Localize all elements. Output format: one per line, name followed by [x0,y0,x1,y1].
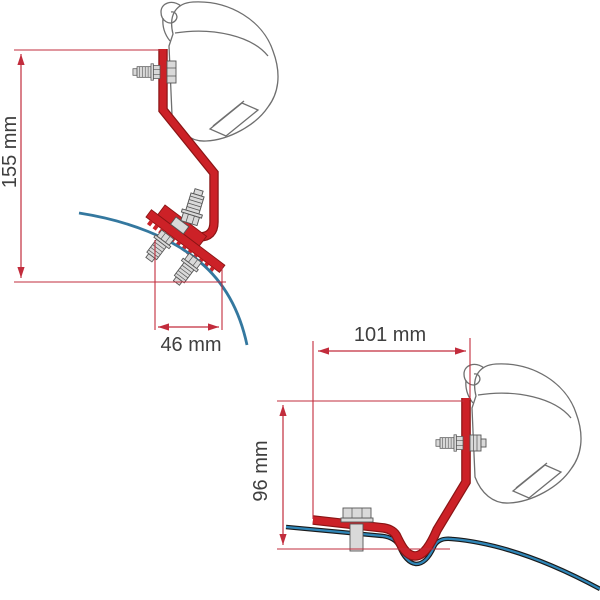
view-tall-bracket: 155 mm 46 mm [0,1,279,356]
dimension-46: 46 mm [154,240,223,356]
awning-mount-bolt [132,60,177,84]
dimension-label-96: 96 mm [250,440,272,501]
foot-top-stud [178,186,210,227]
bracket-bar [312,398,470,560]
awning-profile [160,1,279,142]
dimension-label-101: 101 mm [354,324,426,346]
awning-profile [463,363,582,504]
dimension-label-46: 46 mm [160,334,221,356]
bracket-foot [145,186,226,275]
dimension-96: 96 mm [250,400,464,550]
dimension-label-155: 155 mm [0,116,21,188]
dimension-101: 101 mm [312,324,471,519]
view-flat-bracket: 101 mm 96 mm [250,324,600,592]
roof-rib [285,524,600,592]
dimension-155: 155 mm [0,49,226,283]
awning-mount-bolt [435,434,487,452]
foot-bolt-right [168,251,204,290]
base-bolt [340,507,374,552]
